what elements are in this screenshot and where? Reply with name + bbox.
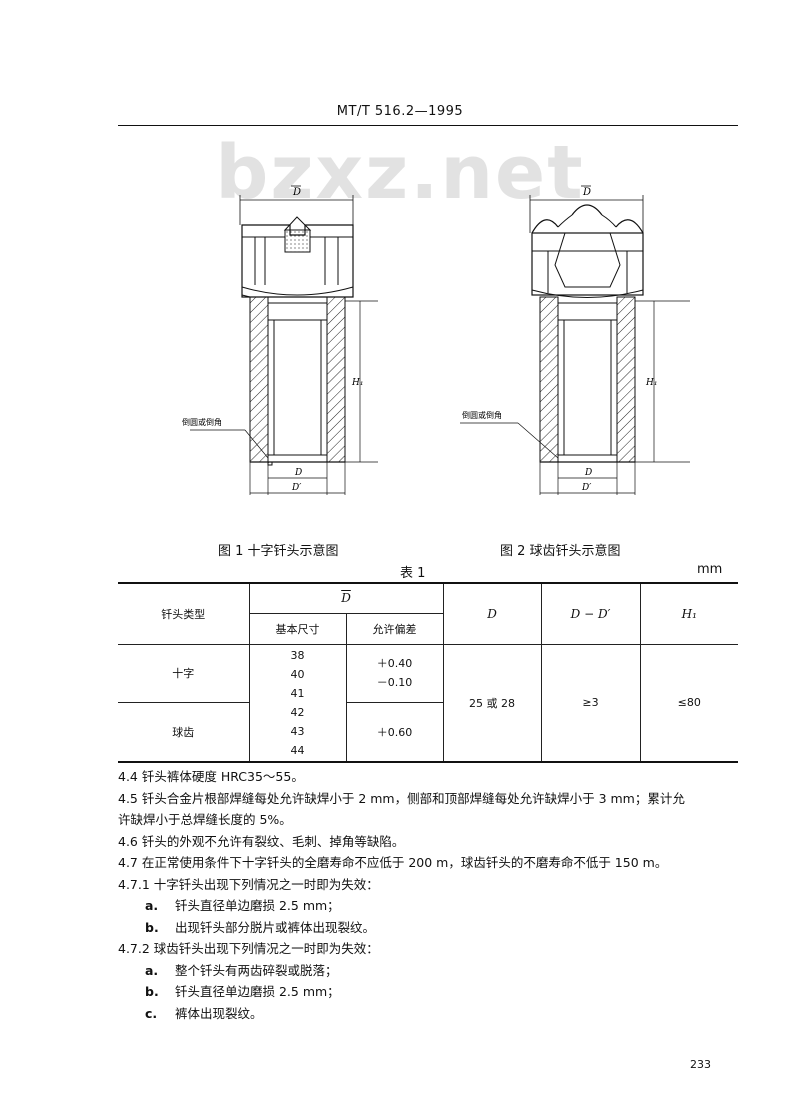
- size-41: 41: [290, 686, 305, 700]
- size-43: 43: [290, 724, 305, 738]
- size-38: 38: [290, 648, 305, 662]
- table-title: 表 1: [400, 566, 426, 581]
- fig2-label-dprime: D′: [581, 483, 591, 493]
- clause-4-7-2: 4.7.2 球齿钎头出现下列情况之一时即为失效：: [118, 941, 379, 956]
- ball-tolerance-cell: ＋0.60: [345, 701, 443, 763]
- row-ball-label: 球齿: [118, 701, 250, 763]
- clause-4-7: 4.7 在正常使用条件下十字钎头的全磨寿命不应低于 200 m，球齿钎头的不磨寿…: [118, 855, 668, 870]
- header-basic-size: 基本尺寸: [249, 612, 347, 645]
- header-dbar-text: D: [341, 591, 351, 606]
- size-42: 42: [290, 705, 305, 719]
- figure1-caption: 图 1 十字钎头示意图: [218, 544, 339, 559]
- fig1-label-dprime: D′: [291, 483, 301, 493]
- clause-4-7-1-b: b. 出现钎头部分脱片或裤体出现裂纹。: [118, 917, 738, 939]
- item-text: 出现钎头部分脱片或裤体出现裂纹。: [175, 919, 376, 935]
- header-d: D: [442, 583, 542, 645]
- row-cross-label: 十字: [118, 643, 250, 703]
- size-44: 44: [290, 743, 305, 757]
- clause-4-7-2-c: c. 裤体出现裂纹。: [118, 1003, 738, 1025]
- figure2-caption: 图 2 球齿钎头示意图: [500, 544, 621, 559]
- size-40: 40: [290, 667, 305, 681]
- fig1-label-h1: H₁: [351, 378, 363, 388]
- fig2-label-d: D: [584, 468, 592, 478]
- watermark: bzxz.net: [215, 130, 585, 216]
- clause-4-7-2-a: a. 整个钎头有两齿碎裂或脱落；: [118, 960, 738, 982]
- cross-tol-minus: －0.10: [376, 676, 413, 689]
- basic-size-cell: 38 40 41 42 43 44: [248, 643, 347, 763]
- fig2-label-h1: H₁: [645, 378, 657, 388]
- header-bit-type: 钎头类型: [118, 583, 250, 645]
- figure-button-bit: D H₁ 倒圆或倒角 D D′: [460, 185, 690, 495]
- fig2-callout: 倒圆或倒角: [462, 410, 502, 420]
- item-label: b.: [145, 984, 159, 999]
- document-code-header: MT/T 516.2—1995: [336, 104, 464, 119]
- item-text: 整个钎头有两齿碎裂或脱落；: [175, 962, 338, 978]
- clause-4-5-line1: 4.5 钎头合金片根部焊缝每处允许缺焊小于 2 mm，侧部和顶部焊缝每处允许缺焊…: [118, 790, 685, 806]
- header-d-minus-dprime: D − D′: [540, 583, 641, 645]
- body-text: 4.4 钎头裤体硬度 HRC35～55。 4.5 钎头合金片根部焊缝每处允许缺焊…: [118, 766, 738, 1024]
- item-label: a.: [145, 962, 159, 978]
- clause-4-5-line2: 许缺焊小于总焊缝长度的 5%。: [118, 812, 292, 827]
- page-number: 233: [690, 1058, 711, 1071]
- header-h1: H₁: [639, 583, 738, 645]
- fig2-label-dbar: D: [582, 187, 591, 198]
- item-label: b.: [145, 919, 159, 935]
- spec-table: 钎头类型 D D D − D′ H₁ 基本尺寸 允许偏差 十字 38 40 41…: [118, 582, 738, 763]
- item-label: c.: [145, 1005, 158, 1021]
- table-unit: mm: [697, 562, 723, 577]
- clause-4-7-1-a: a. 钎头直径单边磨损 2.5 mm；: [118, 895, 738, 917]
- clause-4-6: 4.6 钎头的外观不允许有裂纹、毛刺、掉角等缺陷。: [118, 833, 405, 849]
- clause-4-7-1: 4.7.1 十字钎头出现下列情况之一时即为失效：: [118, 876, 379, 892]
- cross-tol-plus: ＋0.40: [376, 657, 413, 670]
- d-value-cell: 25 或 28: [442, 643, 542, 763]
- item-text: 钎头直径单边磨损 2.5 mm；: [175, 898, 340, 913]
- header-rule: [118, 125, 738, 126]
- clause-4-4: 4.4 钎头裤体硬度 HRC35～55。: [118, 769, 304, 784]
- d-minus-dprime-value-cell: ≥3: [540, 643, 641, 763]
- fig1-label-dbar: D: [292, 187, 301, 198]
- item-text: 钎头直径单边磨损 2.5 mm；: [175, 984, 340, 999]
- cross-tolerance-cell: ＋0.40 －0.10: [345, 643, 444, 703]
- header-dbar: D: [248, 583, 444, 614]
- fig1-label-d: D: [294, 468, 302, 478]
- item-text: 裤体出现裂纹。: [175, 1005, 263, 1021]
- fig1-callout: 倒圆或倒角: [182, 417, 222, 427]
- clause-4-7-2-b: b. 钎头直径单边磨损 2.5 mm；: [118, 981, 738, 1003]
- item-label: a.: [145, 898, 159, 913]
- header-tolerance: 允许偏差: [345, 612, 443, 645]
- h1-value-cell: ≤80: [639, 643, 738, 763]
- figure-cross-bit: D H₁ 倒圆或倒角 D D′: [182, 185, 378, 495]
